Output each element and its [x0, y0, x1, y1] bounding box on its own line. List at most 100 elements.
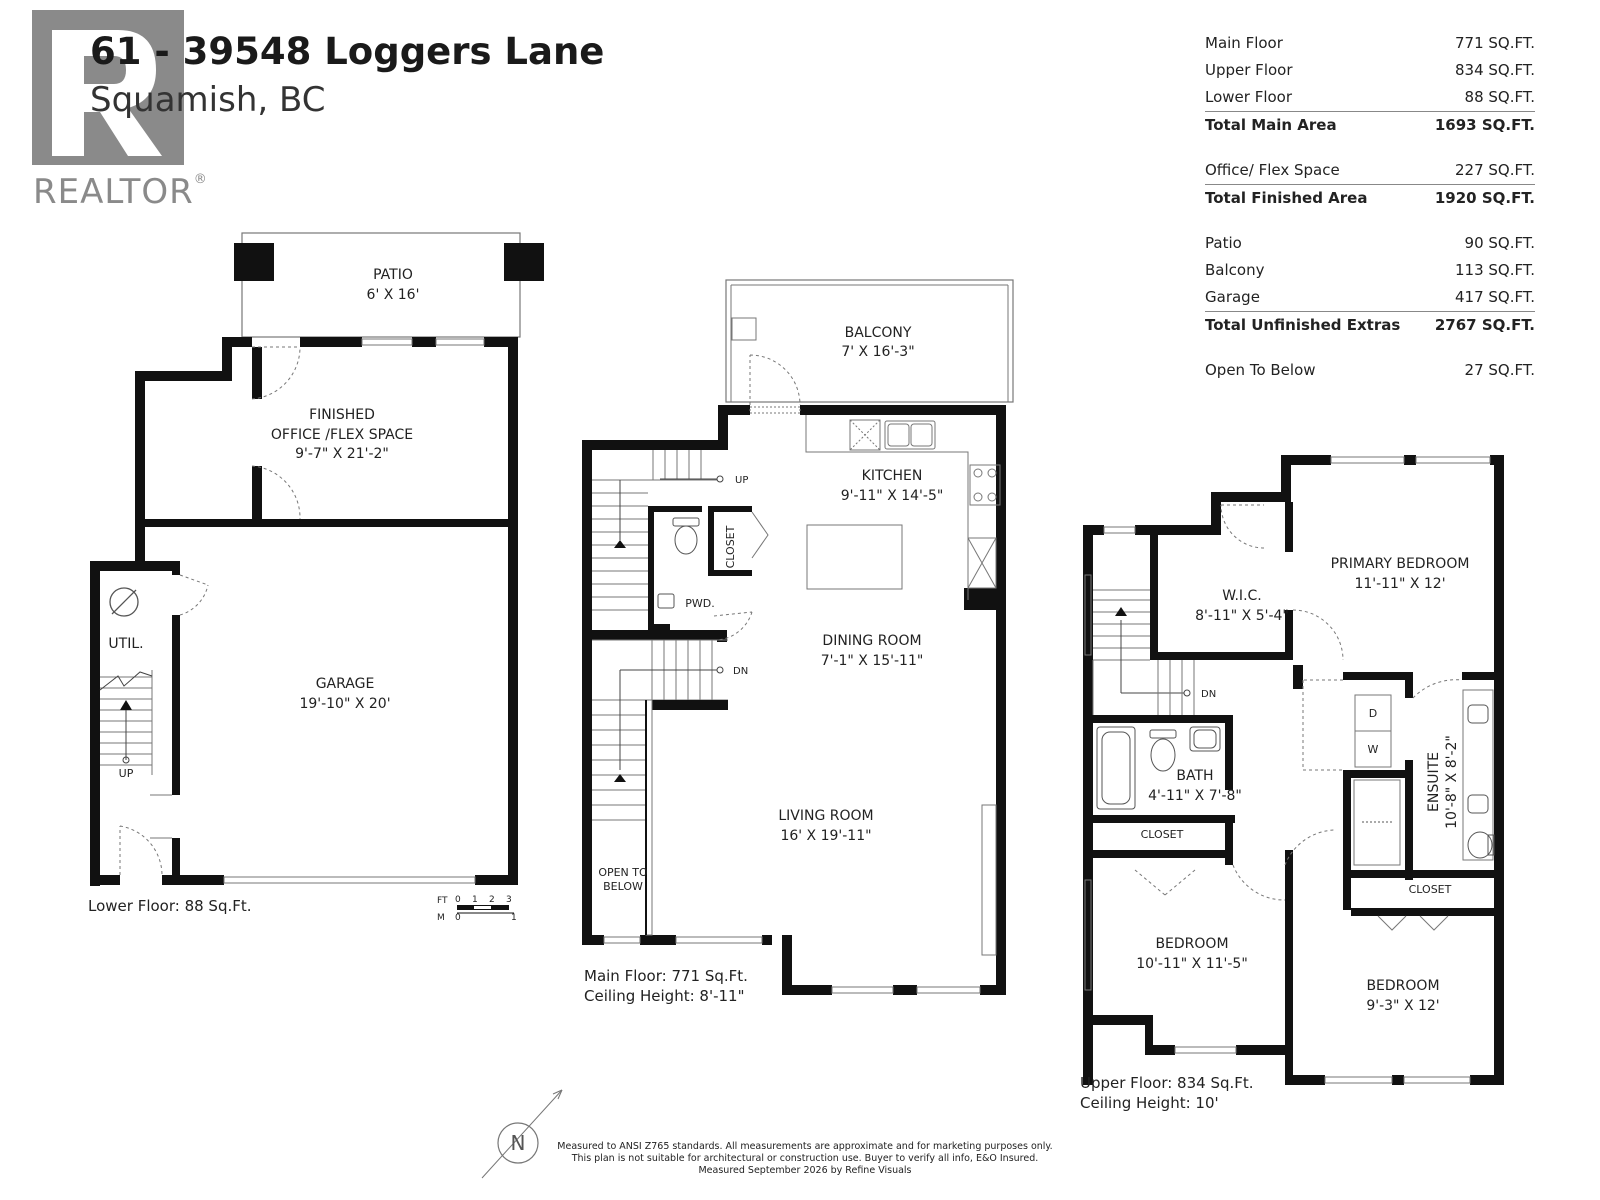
ensuite-dimensions: 10'-8" X 8'-2" — [1444, 735, 1460, 829]
property-city: Squamish, BC — [90, 80, 326, 120]
wic-dimensions: 8'-11" X 5'-4" — [1195, 608, 1289, 624]
scale-ft-tick-3: 3 — [506, 895, 512, 905]
dryer-label: D — [1369, 707, 1377, 720]
bedroom1-dimensions: 10'-11" X 11'-5" — [1136, 956, 1248, 972]
realtor-logo-text: REALTOR® — [33, 172, 208, 212]
property-address: 61 - 39548 Loggers Lane — [90, 30, 605, 73]
powder-room-label: PWD. — [685, 597, 714, 610]
upper-floor-area-note: Upper Floor: 834 Sq.Ft. — [1080, 1074, 1254, 1092]
scale-bar: FT 0 1 2 3 M 0 1 — [437, 895, 517, 923]
lower-floor-stairs — [99, 670, 153, 775]
lower-floor-note: Lower Floor: 88 Sq.Ft. — [88, 897, 252, 915]
powder-room-fixtures — [657, 517, 700, 609]
garage-label: GARAGE — [316, 676, 375, 692]
upper-floor-windows — [1084, 456, 1491, 1084]
bath-label: BATH — [1176, 768, 1213, 784]
primary-bedroom-dimensions: 11'-11" X 12' — [1354, 576, 1445, 592]
upper-stair-arrow-icon — [1115, 607, 1127, 616]
garage-dimensions: 19'-10" X 20' — [299, 696, 390, 712]
scale-ft-tick-0: 0 — [455, 895, 461, 905]
scale-ft-tick-1: 1 — [472, 895, 478, 905]
bath-fixtures — [1096, 704, 1495, 859]
wic-label: W.I.C. — [1222, 588, 1262, 604]
main-floor-area-note: Main Floor: 771 Sq.Ft. — [584, 967, 748, 985]
utility-label: UTIL. — [108, 636, 143, 652]
bedroom1-label: BEDROOM — [1155, 936, 1228, 952]
scale-m-label: M — [437, 913, 445, 923]
bedroom2-label: BEDROOM — [1366, 978, 1439, 994]
stair-up-arrow-icon — [120, 700, 132, 710]
main-stair-down-arrow-2-icon — [614, 774, 626, 782]
upper-floor-plan: W.I.C. 8'-11" X 5'-4" PRIMARY BEDROOM 11… — [1083, 455, 1504, 1085]
main-floor-windows — [603, 406, 981, 994]
main-floor-stairs — [592, 450, 728, 821]
office-label-line2: OFFICE /FLEX SPACE — [271, 427, 413, 443]
main-floor-note: Main Floor: 771 Sq.Ft. Ceiling Height: 8… — [584, 966, 748, 1006]
main-stairs-up-label: UP — [735, 475, 748, 486]
balcony-dimensions: 7' X 16'-3" — [841, 344, 914, 360]
scale-m-tick-1: 1 — [511, 913, 517, 923]
open-to-below-line1: OPEN TO — [598, 866, 648, 879]
balcony-label: BALCONY — [845, 325, 912, 341]
scale-m-tick-0: 0 — [455, 913, 461, 923]
main-stair-down-arrow-icon — [614, 540, 626, 548]
upper-floor-walls — [1083, 455, 1504, 1085]
utility-meter-icon — [109, 587, 139, 617]
patio-label: PATIO — [373, 267, 413, 283]
upper-floor-ceiling-note: Ceiling Height: 10' — [1080, 1094, 1219, 1112]
disclaimer-line2: This plan is not suitable for architectu… — [571, 1153, 1039, 1164]
lower-stairs-up-label: UP — [119, 767, 134, 780]
upper-floor-doors — [1134, 504, 1494, 931]
main-floor-plan: BALCONY 7' X 16'-3" KITCHEN 9'-11" X 14'… — [582, 279, 1014, 995]
office-label-line1: FINISHED — [309, 407, 375, 423]
north-compass-icon: N — [481, 1089, 563, 1179]
primary-bedroom-label: PRIMARY BEDROOM — [1331, 556, 1470, 572]
compass-letter: N — [511, 1131, 526, 1155]
bath-closet-label: CLOSET — [1141, 828, 1184, 841]
open-to-below-line2: BELOW — [603, 880, 643, 893]
office-dimensions: 9'-7" X 21'-2" — [295, 446, 389, 462]
bedroom2-dimensions: 9'-3" X 12' — [1366, 998, 1439, 1014]
living-room-dimensions: 16' X 19'-11" — [780, 828, 871, 844]
scale-ft-label: FT — [437, 896, 448, 906]
main-stairs-down-label: DN — [733, 666, 748, 677]
upper-stairs-down-label: DN — [1201, 689, 1216, 700]
main-closet-label: CLOSET — [724, 525, 737, 568]
bedroom2-closet-label: CLOSET — [1409, 883, 1452, 896]
patio-outline — [241, 232, 521, 338]
scale-ft-tick-2: 2 — [489, 895, 495, 905]
living-room-label: LIVING ROOM — [778, 808, 873, 824]
lower-floor-walls — [90, 337, 518, 886]
main-floor-doors — [713, 354, 801, 641]
realtor-logo-icon — [32, 10, 184, 165]
main-floor-walls — [582, 405, 1006, 995]
balcony-outline — [725, 279, 1014, 403]
main-floor-ceiling-note: Ceiling Height: 8'-11" — [584, 987, 745, 1005]
disclaimer: Measured to ANSI Z765 standards. All mea… — [555, 1141, 1055, 1177]
disclaimer-line3: Measured September 2026 by Refine Visual… — [698, 1165, 912, 1176]
bath-dimensions: 4'-11" X 7'-8" — [1148, 788, 1242, 804]
dining-room-dimensions: 7'-1" X 15'-11" — [821, 653, 924, 669]
dining-room-label: DINING ROOM — [822, 633, 921, 649]
upper-floor-note: Upper Floor: 834 Sq.Ft. Ceiling Height: … — [1080, 1073, 1254, 1113]
patio-post-left — [234, 243, 274, 281]
lower-floor-doors — [119, 346, 301, 876]
kitchen-fixtures — [805, 415, 1001, 956]
kitchen-dimensions: 9'-11" X 14'-5" — [841, 488, 944, 504]
disclaimer-line1: Measured to ANSI Z765 standards. All mea… — [557, 1141, 1053, 1152]
patio-dimensions: 6' X 16' — [367, 287, 420, 303]
